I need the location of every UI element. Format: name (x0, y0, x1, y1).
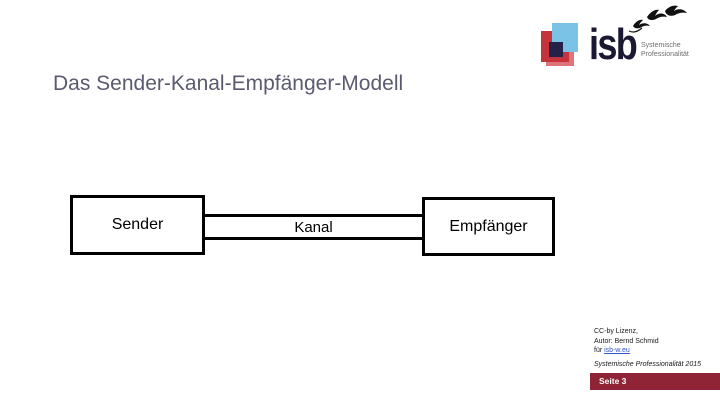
channel-label: Kanal (294, 218, 333, 236)
channel-connector: Kanal (203, 214, 424, 240)
license-line1: CC-by Lizenz, (594, 328, 638, 335)
birds-icon (628, 5, 687, 33)
sender-label: Sender (111, 216, 164, 233)
logo-tagline-line1: Systemische (641, 42, 681, 49)
receiver-label: Empfänger (449, 217, 528, 235)
logo-square-navy (549, 42, 563, 57)
page-number-label: Seite 3 (599, 376, 627, 386)
footer-tagline: Systemische Professionalität 2015 (594, 360, 701, 368)
slide-title: Das Sender-Kanal-Empfänger-Modell (53, 72, 404, 95)
page-number-bar: Seite 3 (590, 373, 720, 390)
isb-website-link[interactable]: isb-w.eu (604, 347, 630, 354)
sender-box: Sender (70, 195, 205, 255)
logo-tagline: Systemische Professionalität (641, 41, 689, 59)
isb-brand-text: isb (589, 20, 638, 69)
license-line3-prefix: für (594, 347, 605, 354)
license-line2: Autor: Bernd Schmid (594, 337, 659, 345)
license-line3: für isb-w.eu (594, 346, 701, 356)
logo-tagline-line2: Professionalität (641, 51, 689, 58)
license-credits: CC-by Lizenz, Autor: Bernd Schmid für is… (594, 327, 701, 369)
receiver-box: Empfänger (422, 197, 555, 256)
